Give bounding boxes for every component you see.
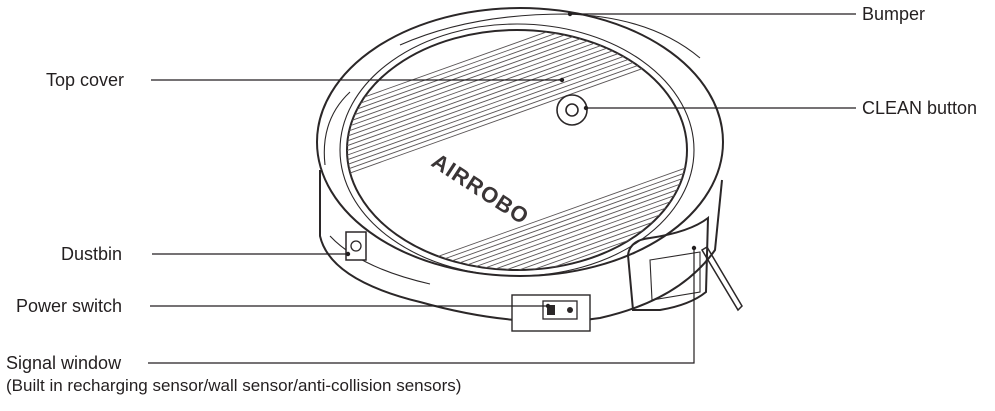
cover-stripe bbox=[399, 119, 687, 270]
cover-stripe bbox=[410, 148, 687, 270]
cover-stripe bbox=[411, 153, 687, 270]
cover-stripe bbox=[347, 30, 687, 180]
label-clean-button: CLEAN button bbox=[862, 98, 977, 118]
cover-stripe bbox=[347, 30, 687, 150]
cover-stripe bbox=[347, 30, 687, 134]
bumper-top-edge bbox=[399, 13, 701, 59]
cover-stripe bbox=[413, 157, 687, 270]
cover-stripe bbox=[401, 123, 687, 270]
label-signal-window: Signal window bbox=[6, 353, 122, 373]
top-cover-stripes bbox=[347, 30, 687, 270]
clean-button-icon bbox=[556, 94, 588, 126]
cover-stripe bbox=[408, 144, 687, 270]
robot-vacuum: AIRROBO bbox=[316, 7, 743, 332]
cover-stripe bbox=[347, 30, 687, 121]
cover-stripe bbox=[404, 132, 687, 270]
side-brush bbox=[700, 245, 743, 312]
cover-stripe bbox=[414, 161, 687, 270]
label-power-switch: Power switch bbox=[16, 296, 122, 316]
cover-stripe bbox=[407, 140, 687, 270]
label-top-cover: Top cover bbox=[46, 70, 124, 90]
power-switch-housing bbox=[511, 294, 591, 332]
dustbin-handle bbox=[345, 231, 367, 261]
cover-stripe bbox=[347, 30, 687, 155]
cover-stripe bbox=[347, 30, 687, 138]
cover-stripe bbox=[405, 136, 687, 270]
callout-lines bbox=[148, 11, 856, 364]
label-signal-window-note: (Built in recharging sensor/wall sensor/… bbox=[6, 376, 461, 395]
cover-stripe bbox=[347, 30, 687, 146]
cover-stripe bbox=[347, 30, 687, 176]
label-dustbin: Dustbin bbox=[61, 244, 122, 264]
brand-logo: AIRROBO bbox=[427, 148, 534, 229]
cover-stripe bbox=[347, 30, 687, 125]
cover-stripe bbox=[416, 165, 687, 270]
signal-window bbox=[626, 215, 710, 311]
cover-stripe bbox=[402, 127, 687, 270]
cover-stripe bbox=[347, 30, 687, 142]
cover-stripe bbox=[347, 30, 687, 171]
cover-stripe bbox=[347, 30, 687, 129]
label-bumper: Bumper bbox=[862, 4, 925, 24]
cover-stripe bbox=[347, 30, 687, 163]
